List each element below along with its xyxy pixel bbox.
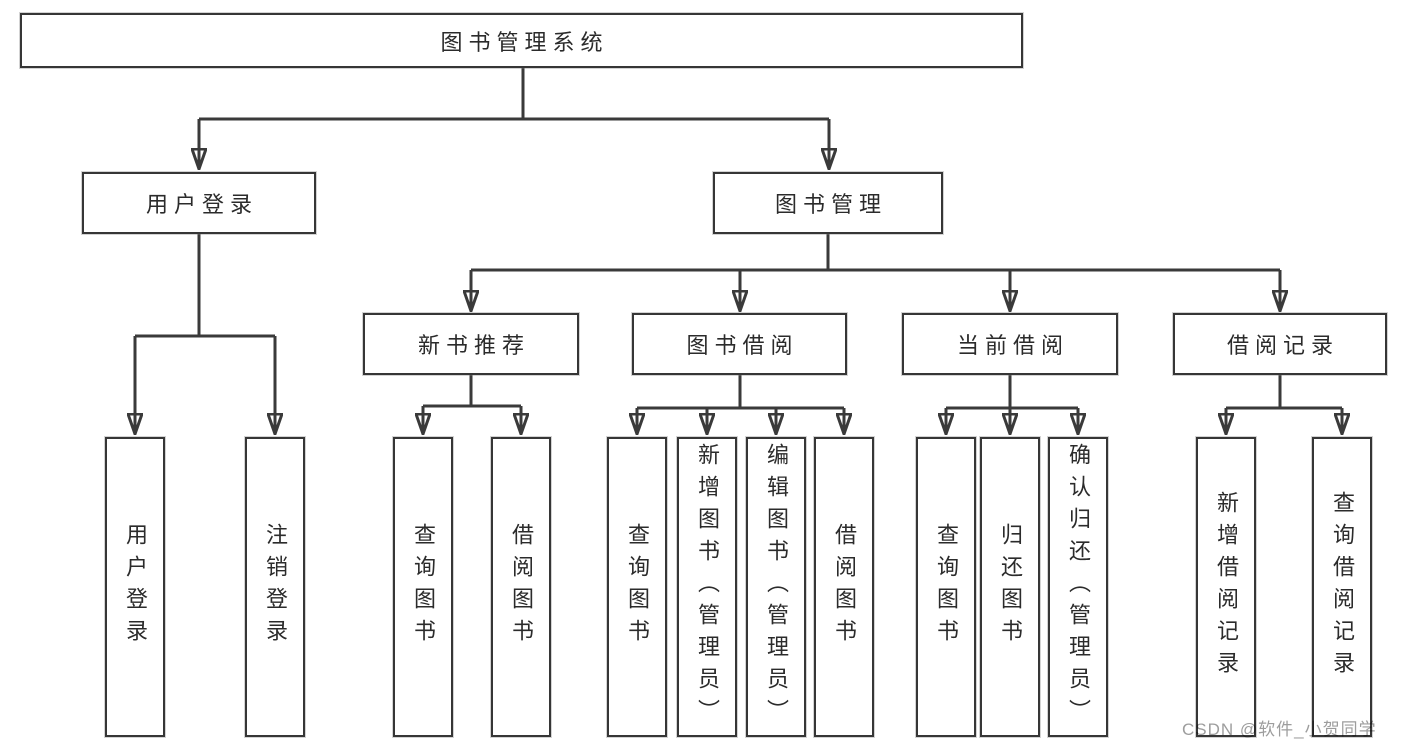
leaf-current-confirm-return-admin: 确认归还（管理员） xyxy=(1048,437,1108,737)
connector-current-children xyxy=(946,375,1078,433)
connector-management-sections xyxy=(471,234,1280,310)
watermark-text: CSDN @软件_小贺同学 xyxy=(1182,720,1377,739)
node-system-root: 图书管理系统 xyxy=(20,13,1023,68)
leaf-current-query-books: 查询图书 xyxy=(916,437,976,737)
leaf-records-query-record: 查询借阅记录 xyxy=(1312,437,1372,737)
connector-recommend-children xyxy=(423,375,521,433)
leaf-borrowing-edit-books-admin: 编辑图书（管理员） xyxy=(746,437,806,737)
leaf-borrowing-query-books: 查询图书 xyxy=(607,437,667,737)
leaf-logout-login: 注销登录 xyxy=(245,437,305,737)
node-borrow-records: 借阅记录 xyxy=(1173,313,1387,375)
leaf-borrowing-add-books-admin: 新增图书（管理员） xyxy=(677,437,737,737)
node-current-borrowing: 当前借阅 xyxy=(902,313,1118,375)
leaf-records-add-record: 新增借阅记录 xyxy=(1196,437,1256,737)
leaf-recommend-borrow-books: 借阅图书 xyxy=(491,437,551,737)
node-user-login: 用户登录 xyxy=(82,172,316,234)
connector-borrowing-children xyxy=(637,375,844,433)
leaf-recommend-query-books: 查询图书 xyxy=(393,437,453,737)
connector-login-children xyxy=(135,234,275,433)
connector-root-to-level2 xyxy=(199,68,829,168)
leaf-user-login: 用户登录 xyxy=(105,437,165,737)
leaf-current-return-books: 归还图书 xyxy=(980,437,1040,737)
leaf-borrowing-borrow-books: 借阅图书 xyxy=(814,437,874,737)
node-book-borrowing: 图书借阅 xyxy=(632,313,847,375)
connector-records-children xyxy=(1226,375,1342,433)
node-new-book-recommend: 新书推荐 xyxy=(363,313,579,375)
node-book-management: 图书管理 xyxy=(713,172,943,234)
